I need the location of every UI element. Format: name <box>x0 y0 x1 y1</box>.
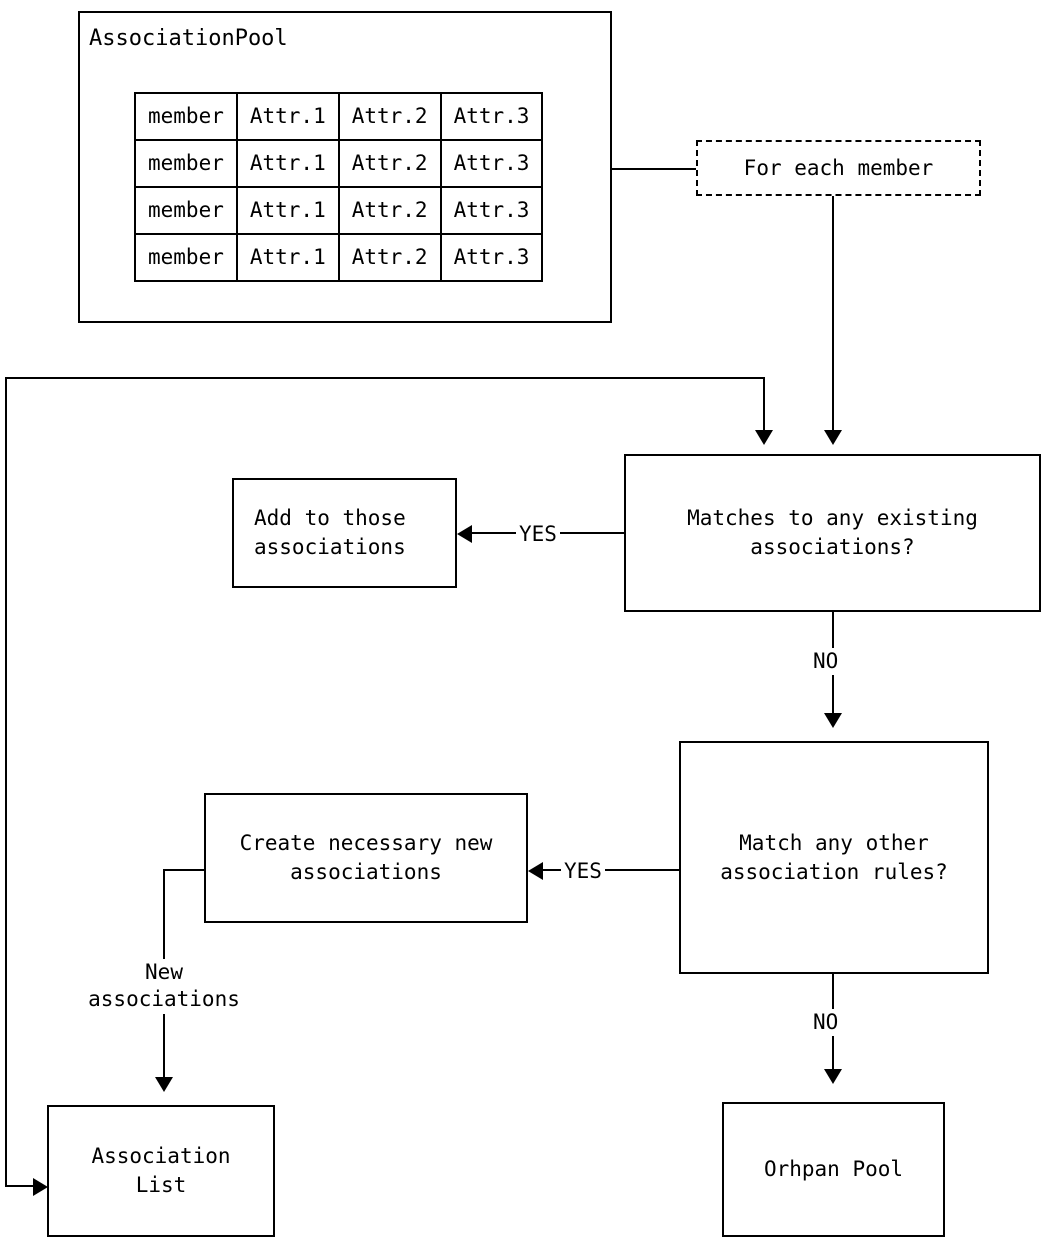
cell-member: member <box>134 92 238 141</box>
cell-attr1: Attr.1 <box>235 186 340 235</box>
cell-attr3: Attr.3 <box>439 233 544 282</box>
cell-attr2: Attr.2 <box>337 139 442 188</box>
arrowhead-no-to-decision2 <box>824 713 842 728</box>
cell-member: member <box>134 186 238 235</box>
table-row: member Attr.1 Attr.2 Attr.3 <box>134 186 544 235</box>
arrowhead-loop-to-decision1 <box>755 430 773 445</box>
cell-attr2: Attr.2 <box>337 233 442 282</box>
cell-attr2: Attr.2 <box>337 92 442 141</box>
arrowhead-loop-to-association-list <box>33 1178 48 1196</box>
association-pool-title: AssociationPool <box>89 26 288 51</box>
cell-attr3: Attr.3 <box>439 186 544 235</box>
cell-attr3: Attr.3 <box>439 139 544 188</box>
edge-label-no-rules: NO <box>810 1009 842 1037</box>
cell-attr2: Attr.2 <box>337 186 442 235</box>
node-label: Association List <box>91 1144 231 1197</box>
cell-attr1: Attr.1 <box>235 233 340 282</box>
cell-member: member <box>134 233 238 282</box>
arrowhead-yes-to-create <box>528 862 543 880</box>
edge-label-new-associations: New associations <box>66 959 262 1014</box>
edge-label-no-existing: NO <box>810 648 842 676</box>
cell-attr3: Attr.3 <box>439 92 544 141</box>
edge-loop-right-down <box>763 377 765 432</box>
node-association-list: Association List <box>47 1105 275 1237</box>
edge-foreach-down <box>832 196 834 432</box>
cell-attr1: Attr.1 <box>235 139 340 188</box>
node-label: Add to those associations <box>254 506 406 559</box>
edge-label-yes-rules: YES <box>561 858 605 886</box>
node-orphan-pool: Orhpan Pool <box>722 1102 945 1237</box>
node-add-to-those-associations: Add to those associations <box>232 478 457 588</box>
arrowhead-foreach-to-decision1 <box>824 430 842 445</box>
cell-member: member <box>134 139 238 188</box>
node-create-new-associations: Create necessary new associations <box>204 793 528 923</box>
node-label: For each member <box>743 155 934 180</box>
arrowhead-yes-to-add <box>457 525 472 543</box>
node-label: Create necessary new associations <box>239 831 493 884</box>
node-for-each-member: For each member <box>696 140 981 196</box>
edge-decision2-yes <box>541 869 679 871</box>
table-row: member Attr.1 Attr.2 Attr.3 <box>134 139 544 188</box>
association-pool-table: member Attr.1 Attr.2 Attr.3 member Attr.… <box>134 92 544 282</box>
node-decision-match-rules: Match any other association rules? <box>679 741 989 974</box>
cell-attr1: Attr.1 <box>235 92 340 141</box>
table-row: member Attr.1 Attr.2 Attr.3 <box>134 92 544 141</box>
edge-label-yes-existing: YES <box>516 521 560 549</box>
node-label: Matches to any existing associations? <box>687 506 978 559</box>
arrowhead-no-to-orphan <box>824 1069 842 1084</box>
edge-loop-bottom <box>5 1185 35 1187</box>
edge-create-out-left <box>163 869 206 871</box>
node-label: Orhpan Pool <box>763 1157 904 1182</box>
edge-loop-top <box>5 377 765 379</box>
table-row: member Attr.1 Attr.2 Attr.3 <box>134 233 544 282</box>
node-label: Match any other association rules? <box>720 830 948 884</box>
edge-loop-left-down <box>5 377 7 1187</box>
node-decision-matches-existing: Matches to any existing associations? <box>624 454 1041 612</box>
edge-pool-to-foreach <box>612 168 696 170</box>
arrowhead-new-associations-to-list <box>155 1077 173 1092</box>
table-body: member Attr.1 Attr.2 Attr.3 member Attr.… <box>134 92 544 282</box>
